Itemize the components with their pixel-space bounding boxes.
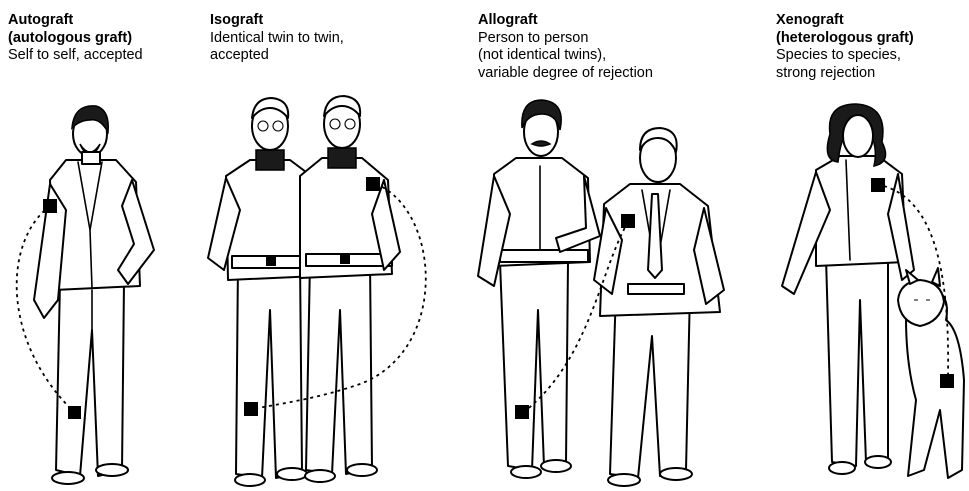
xenograft-recipient-site (940, 374, 954, 388)
allograft-p2-right-shoe (660, 468, 692, 480)
autograft-figure (17, 106, 154, 484)
isograft-twin2-turtleneck (328, 148, 356, 168)
isograft-twin2-trousers (306, 262, 372, 474)
allograft-donor-site (621, 214, 635, 228)
autograft-donor-site (43, 199, 57, 213)
isograft-twin2-left-shoe (305, 470, 335, 482)
isograft-twin1-turtleneck (256, 150, 284, 170)
allograft-person-2 (594, 128, 724, 486)
xenograft-woman-trousers (826, 258, 888, 466)
allograft-p1-moustache (532, 141, 550, 146)
allograft-p1-left-shoe (511, 466, 541, 478)
xenograft-woman-right-shoe (865, 456, 891, 468)
allograft-p2-left-shoe (608, 474, 640, 486)
isograft-twin1-buckle (266, 257, 276, 266)
allograft-person-1 (478, 100, 600, 478)
allograft-p1-trousers (500, 262, 568, 470)
allograft-p1-right-shoe (541, 460, 571, 472)
xenograft-dog (898, 268, 964, 478)
allograft-p2-trousers (610, 290, 690, 478)
isograft-twin1-trousers (236, 262, 302, 478)
autograft-neck (82, 152, 100, 164)
isograft-twin-2 (300, 96, 400, 482)
xenograft-woman-head (843, 115, 873, 157)
isograft-twin1-right-shoe (277, 468, 307, 480)
xenograft-woman (782, 104, 914, 474)
xenograft-dog-ear-right (932, 268, 940, 286)
autograft-left-shoe (52, 472, 84, 484)
autograft-right-shoe (96, 464, 128, 476)
isograft-twin2-buckle (340, 255, 350, 264)
allograft-recipient-site (515, 405, 529, 419)
xenograft-donor-site (871, 178, 885, 192)
xenograft-woman-left-shoe (829, 462, 855, 474)
allograft-p2-belt (628, 284, 684, 294)
isograft-twin2-right-shoe (347, 464, 377, 476)
isograft-recipient-site (244, 402, 258, 416)
autograft-recipient-site (68, 406, 81, 419)
autograft-trousers (56, 282, 124, 476)
allograft-p1-belt (500, 250, 588, 262)
isograft-donor-site (366, 177, 380, 191)
isograft-twin1-left-shoe (235, 474, 265, 486)
